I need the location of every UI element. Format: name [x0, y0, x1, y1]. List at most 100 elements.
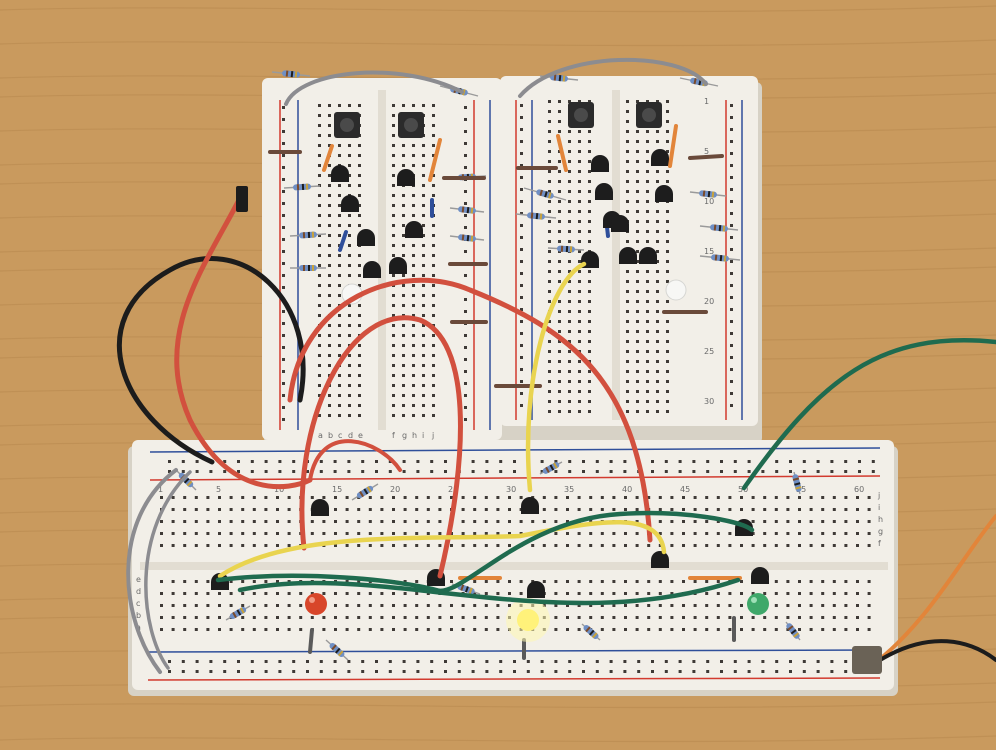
wire-yellow	[525, 261, 587, 493]
hole	[412, 304, 415, 307]
hole	[218, 508, 221, 511]
hole	[402, 404, 405, 407]
rail-hole	[526, 660, 530, 663]
hole	[206, 592, 210, 595]
hole	[432, 264, 435, 267]
hole	[358, 154, 361, 157]
hole	[624, 508, 627, 511]
resistor-band	[366, 486, 372, 493]
hole	[656, 240, 659, 243]
hole	[183, 544, 187, 547]
rail-hole	[595, 460, 599, 463]
transistor	[595, 183, 613, 200]
hole	[520, 116, 523, 119]
hole	[832, 616, 836, 619]
hole	[318, 174, 321, 177]
hole	[624, 604, 627, 607]
hole	[415, 532, 419, 535]
hole	[626, 300, 629, 303]
transistor	[331, 165, 349, 182]
wire-green	[237, 577, 741, 606]
hole	[578, 150, 581, 153]
hole	[751, 544, 755, 547]
column-number: 15	[332, 485, 342, 494]
rail-hole	[292, 660, 296, 663]
hole	[520, 248, 523, 251]
resistor-band	[790, 629, 797, 635]
hole	[666, 350, 669, 353]
hole	[345, 496, 349, 499]
hole	[548, 160, 551, 163]
hole	[809, 520, 813, 523]
rail-hole	[733, 660, 737, 663]
rail-hole	[678, 470, 682, 473]
hole	[368, 604, 372, 607]
hole	[626, 330, 629, 333]
hole	[299, 628, 303, 631]
rail-hole	[554, 470, 558, 473]
hole	[774, 592, 778, 595]
rail-hole	[347, 470, 351, 473]
hole	[646, 350, 649, 353]
wire-black	[116, 256, 306, 465]
hole	[345, 544, 349, 547]
hole	[464, 334, 467, 337]
hole	[568, 310, 571, 313]
row-number: 20	[704, 297, 714, 306]
hole	[438, 604, 442, 607]
hole	[299, 592, 303, 595]
hole	[600, 580, 604, 583]
hole	[636, 400, 639, 403]
rail-hole	[582, 660, 585, 663]
hole	[264, 532, 268, 535]
hole	[548, 380, 551, 383]
hole	[160, 592, 163, 595]
hole	[626, 130, 629, 133]
hole	[588, 210, 591, 213]
hole	[348, 144, 351, 147]
hole	[647, 580, 651, 583]
hole	[380, 496, 384, 499]
resistor	[550, 74, 568, 82]
hole	[635, 532, 639, 535]
hole	[464, 202, 467, 205]
hole	[218, 544, 221, 547]
hole	[348, 184, 351, 187]
hole	[402, 204, 405, 207]
hole	[558, 340, 561, 343]
hole	[666, 140, 669, 143]
hole	[473, 508, 477, 511]
rail-hole	[526, 670, 530, 673]
hole	[578, 240, 581, 243]
hole	[422, 414, 425, 417]
resistor-band	[461, 234, 465, 241]
hole	[730, 404, 733, 407]
hole	[218, 532, 221, 535]
resistor-band	[296, 184, 300, 191]
hole	[588, 310, 591, 313]
hole	[578, 330, 581, 333]
rail-hole	[733, 470, 737, 473]
hole	[568, 200, 571, 203]
hole	[252, 496, 256, 499]
hole	[368, 628, 372, 631]
hole	[705, 580, 709, 583]
hole	[473, 580, 477, 583]
hole	[624, 592, 627, 595]
hole	[338, 324, 341, 327]
rail-hole	[830, 660, 834, 663]
hole	[484, 628, 488, 631]
hole	[403, 508, 407, 511]
hole	[636, 290, 639, 293]
hole	[577, 580, 581, 583]
hole	[568, 360, 571, 363]
hole	[318, 114, 321, 117]
hole	[432, 154, 435, 157]
rail-hole	[595, 670, 599, 673]
hole	[252, 616, 256, 619]
hole	[520, 236, 523, 239]
hole	[402, 234, 405, 237]
hole	[358, 144, 361, 147]
hole	[328, 254, 331, 257]
hole	[832, 508, 836, 511]
